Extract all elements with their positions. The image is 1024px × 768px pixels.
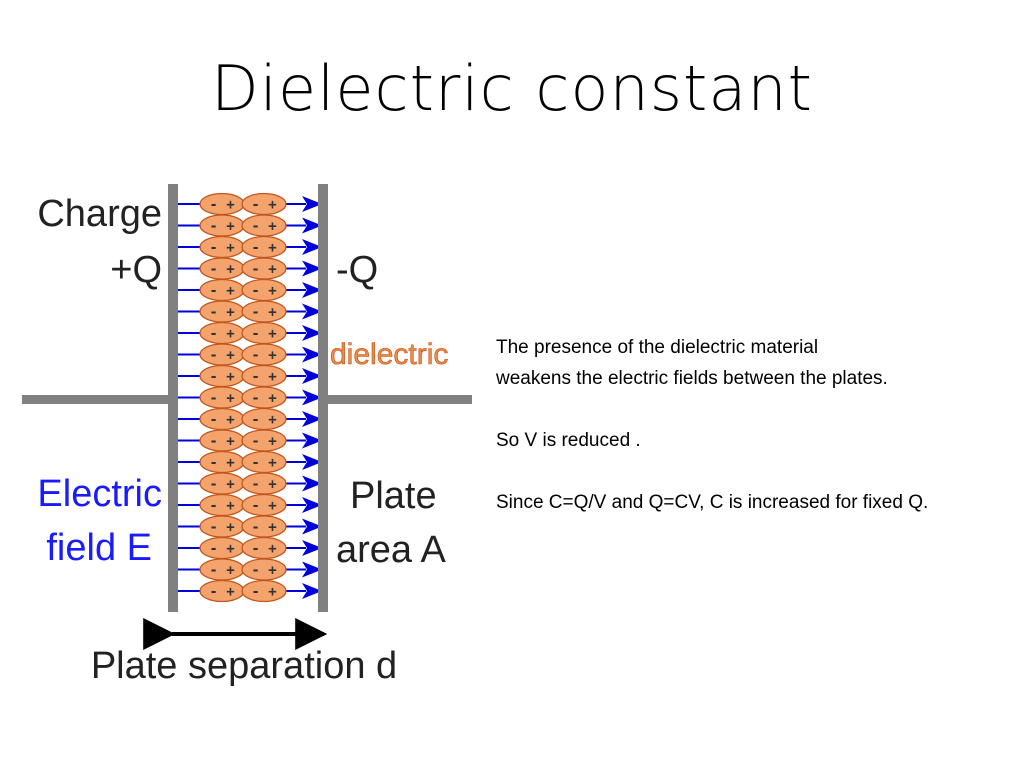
dipole-charge-label: - + (209, 434, 234, 450)
dipole-charge-label: - + (251, 455, 276, 471)
dipole-charge-label: - + (209, 305, 234, 321)
field-arrowhead (302, 475, 322, 492)
explanation-line-2: weakens the electric fields between the … (496, 368, 888, 389)
dielectric-label: dielectric (330, 338, 448, 371)
right-wire (326, 395, 472, 404)
capacitor-diagram: - + - + - + - + - + - + - + - + - + - + - + - + - + -… (22, 184, 472, 687)
dipole-charge-label: - + (209, 197, 234, 213)
field-arrowhead (302, 368, 322, 384)
dipole-charge-label: - + (251, 369, 276, 385)
field-arrowhead (302, 454, 322, 470)
dipole-charge-label: - + (209, 563, 234, 579)
dipole-charge-label: - + (251, 477, 276, 493)
field-arrowhead (302, 497, 322, 513)
plate-area-label-line2: area A (336, 529, 447, 571)
field-arrowhead (302, 583, 322, 599)
dipole-charge-label: - + (251, 240, 276, 256)
dipole-charge-label: - + (209, 369, 234, 385)
negative-plate (318, 184, 328, 612)
dipole (241, 579, 287, 603)
dipole-charge-label: - + (209, 326, 234, 342)
electric-field-label-line1: Electric (37, 473, 162, 515)
field-arrowhead (302, 196, 322, 212)
dipole-charge-label: - + (209, 584, 234, 600)
explanation-line-3: So V is reduced . (496, 430, 641, 451)
dielectric-dipoles: - + - + - + - + - + - + - + - + - + - + - + - + - + -… (199, 192, 287, 603)
left-wire (22, 395, 170, 404)
field-arrowhead (302, 389, 322, 406)
dipole-charge-label: - + (209, 498, 234, 514)
field-arrowhead (302, 217, 322, 234)
dipole-charge-label: - + (251, 283, 276, 299)
field-arrowhead (302, 540, 322, 556)
field-arrowhead (302, 411, 322, 427)
explanation-line-1: The presence of the dielectric material (496, 337, 819, 358)
dipole-charge-label: - + (209, 283, 234, 299)
field-arrowhead (302, 303, 322, 320)
charge-label: Charge (37, 193, 162, 235)
field-arrowhead (302, 561, 322, 578)
electric-field-label-line2: field E (46, 527, 152, 569)
dipole-charge-label: - + (209, 240, 234, 256)
plate-area-label-line1: Plate (350, 475, 437, 517)
dipole-charge-label: - + (251, 326, 276, 342)
dipole-charge-label: - + (251, 262, 276, 278)
dipole-charge-label: - + (251, 541, 276, 557)
dipole-charge-label: - + (251, 391, 276, 407)
positive-plate (168, 184, 178, 612)
plate-separation-label: Plate separation d (91, 645, 397, 687)
minus-q-label: -Q (336, 249, 378, 291)
field-arrowhead (302, 346, 322, 363)
dipole-charge-label: - + (251, 305, 276, 321)
field-arrowhead (302, 239, 322, 255)
dipole-charge-label: - + (209, 455, 234, 471)
dipole-charge-label: - + (251, 348, 276, 364)
dipole-charge-label: - + (251, 412, 276, 428)
dipole-charge-label: - + (209, 541, 234, 557)
field-arrowhead (302, 432, 322, 449)
field-arrowhead (302, 260, 322, 277)
dipole-charge-label: - + (251, 434, 276, 450)
dipole-charge-label: - + (251, 219, 276, 235)
field-arrowhead (302, 518, 322, 535)
explanation-line-4: Since C=Q/V and Q=CV, C is increased for… (496, 492, 929, 513)
dipole-charge-label: - + (251, 584, 276, 600)
dipole-charge-label: - + (251, 520, 276, 536)
explanation-text: The presence of the dielectric material … (496, 332, 1016, 518)
dipole-charge-label: - + (209, 477, 234, 493)
dipole-charge-label: - + (209, 520, 234, 536)
field-arrowhead (302, 282, 322, 298)
slide-title: Dielectric constant (211, 52, 813, 125)
dipole-charge-label: - + (251, 563, 276, 579)
dipole-charge-label: - + (209, 262, 234, 278)
dipole-charge-label: - + (209, 391, 234, 407)
dipole-charge-label: - + (251, 498, 276, 514)
dipole-charge-label: - + (209, 412, 234, 428)
field-arrowhead (302, 325, 322, 341)
dipole-charge-label: - + (209, 348, 234, 364)
dipole-charge-label: - + (209, 219, 234, 235)
plus-q-label: +Q (110, 249, 162, 291)
dipole-charge-label: - + (251, 197, 276, 213)
